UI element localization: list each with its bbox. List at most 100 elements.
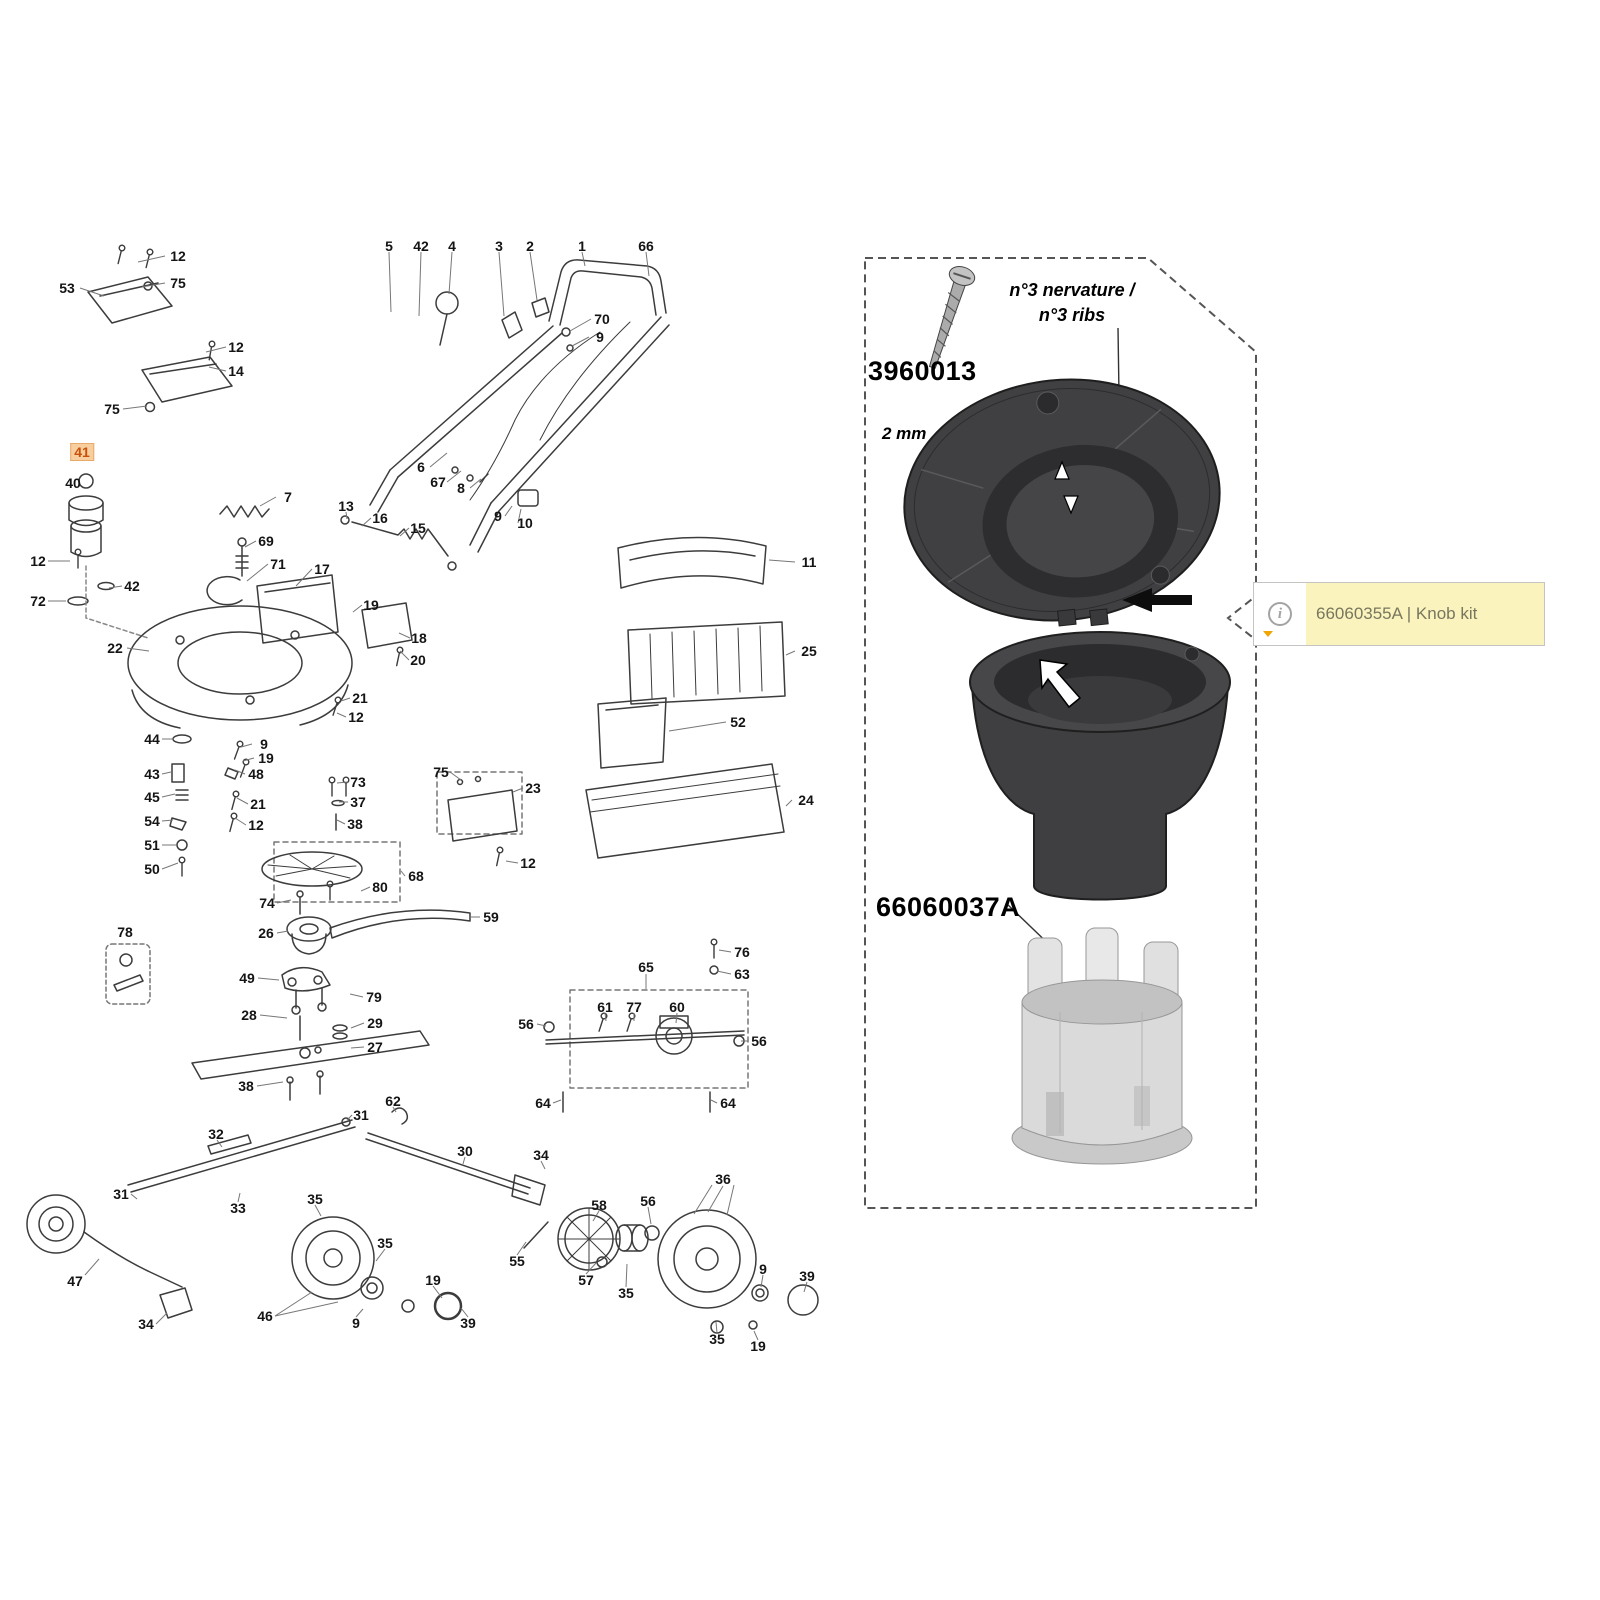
screw-image (928, 266, 976, 369)
part-label-62: 62 (385, 1093, 401, 1109)
part-label-64: 64 (535, 1095, 551, 1111)
part-label-61: 61 (597, 999, 613, 1015)
part-label-18: 18 (411, 630, 427, 646)
part-label-43: 43 (144, 766, 160, 782)
part-label-12: 12 (30, 553, 46, 569)
part-label-22: 22 (107, 640, 123, 656)
part-label-14: 14 (228, 363, 244, 379)
ribs-note: n°3 nervature / n°3 ribs (982, 278, 1162, 328)
part-label-38: 38 (238, 1078, 254, 1094)
tooltip-text: 66060355A | Knob kit (1306, 583, 1544, 645)
part-label-8: 8 (457, 480, 465, 496)
part-label-6: 6 (417, 459, 425, 475)
part-label-34: 34 (138, 1316, 154, 1332)
part-label-21: 21 (250, 796, 266, 812)
part-label-44: 44 (144, 731, 160, 747)
part-label-71: 71 (270, 556, 286, 572)
part-label-7: 7 (284, 489, 292, 505)
part-label-24: 24 (798, 792, 814, 808)
part-label-10: 10 (517, 515, 533, 531)
part-label-63: 63 (734, 966, 750, 982)
knob-kit-tooltip[interactable]: i 66060355A | Knob kit (1253, 582, 1545, 646)
part-label-19: 19 (258, 750, 274, 766)
part-label-45: 45 (144, 789, 160, 805)
part-label-12: 12 (170, 248, 186, 264)
part-label-12: 12 (228, 339, 244, 355)
part-label-38: 38 (347, 816, 363, 832)
part-label-9: 9 (494, 508, 502, 524)
part-label-16: 16 (372, 510, 388, 526)
part-label-79: 79 (366, 989, 382, 1005)
part-label-23: 23 (525, 780, 541, 796)
part-label-39: 39 (460, 1315, 476, 1331)
part-label-56: 56 (518, 1016, 534, 1032)
part-label-9: 9 (759, 1261, 767, 1277)
part-label-65: 65 (638, 959, 654, 975)
housing-top-image (903, 378, 1221, 627)
part-label-59: 59 (483, 909, 499, 925)
part-label-31: 31 (113, 1186, 129, 1202)
part-label-19: 19 (363, 597, 379, 613)
white-arrow-icon (1039, 659, 1082, 709)
part-label-32: 32 (208, 1126, 224, 1142)
part-label-17: 17 (314, 561, 330, 577)
part-label-41: 41 (70, 443, 94, 461)
part-label-21: 21 (352, 690, 368, 706)
screw-part-number: 3960013 (868, 356, 977, 386)
info-icon[interactable]: i (1268, 602, 1292, 626)
part-label-78: 78 (117, 924, 133, 940)
part-label-12: 12 (248, 817, 264, 833)
part-label-26: 26 (258, 925, 274, 941)
housing-cup-image (969, 631, 1231, 901)
part-label-30: 30 (457, 1143, 473, 1159)
measurement-note: 2 mm (882, 424, 927, 443)
part-label-69: 69 (258, 533, 274, 549)
part-label-54: 54 (144, 813, 160, 829)
part-label-5: 5 (385, 238, 393, 254)
part-label-42: 42 (413, 238, 429, 254)
part-label-4: 4 (448, 238, 456, 254)
sleeve-part-number: 66060037A (876, 892, 1021, 922)
part-label-34: 34 (533, 1147, 549, 1163)
part-label-3: 3 (495, 238, 503, 254)
part-label-11: 11 (801, 554, 817, 570)
knob-sleeve-image (1011, 927, 1193, 1165)
part-label-39: 39 (799, 1268, 815, 1284)
ribs-note-line1: n°3 nervature / (1009, 280, 1135, 300)
part-label-76: 76 (734, 944, 750, 960)
part-label-40: 40 (65, 475, 81, 491)
part-label-36: 36 (715, 1171, 731, 1187)
part-label-77: 77 (626, 999, 642, 1015)
part-label-25: 25 (801, 643, 817, 659)
part-label-53: 53 (59, 280, 75, 296)
part-label-64: 64 (720, 1095, 736, 1111)
part-label-9: 9 (352, 1315, 360, 1331)
part-label-19: 19 (425, 1272, 441, 1288)
part-label-75: 75 (170, 275, 186, 291)
measure-arrows (1054, 460, 1079, 515)
info-icon-area: i (1254, 583, 1306, 645)
part-label-42: 42 (124, 578, 140, 594)
part-label-73: 73 (350, 774, 366, 790)
part-label-28: 28 (241, 1007, 257, 1023)
part-label-51: 51 (144, 837, 160, 853)
part-label-1: 1 (578, 238, 586, 254)
part-label-20: 20 (410, 652, 426, 668)
part-label-12: 12 (520, 855, 536, 871)
part-label-75: 75 (433, 764, 449, 780)
part-label-35: 35 (307, 1191, 323, 1207)
part-label-9: 9 (596, 329, 604, 345)
ribs-note-line2: n°3 ribs (1038, 305, 1106, 326)
part-label-58: 58 (591, 1197, 607, 1213)
part-label-35: 35 (377, 1235, 393, 1251)
part-label-37: 37 (350, 794, 366, 810)
part-label-31: 31 (353, 1107, 369, 1123)
part-label-47: 47 (67, 1273, 83, 1289)
part-label-57: 57 (578, 1272, 594, 1288)
part-label-33: 33 (230, 1200, 246, 1216)
part-label-19: 19 (750, 1338, 766, 1354)
part-label-67: 67 (430, 474, 446, 490)
part-label-74: 74 (259, 895, 275, 911)
part-label-13: 13 (338, 498, 354, 514)
